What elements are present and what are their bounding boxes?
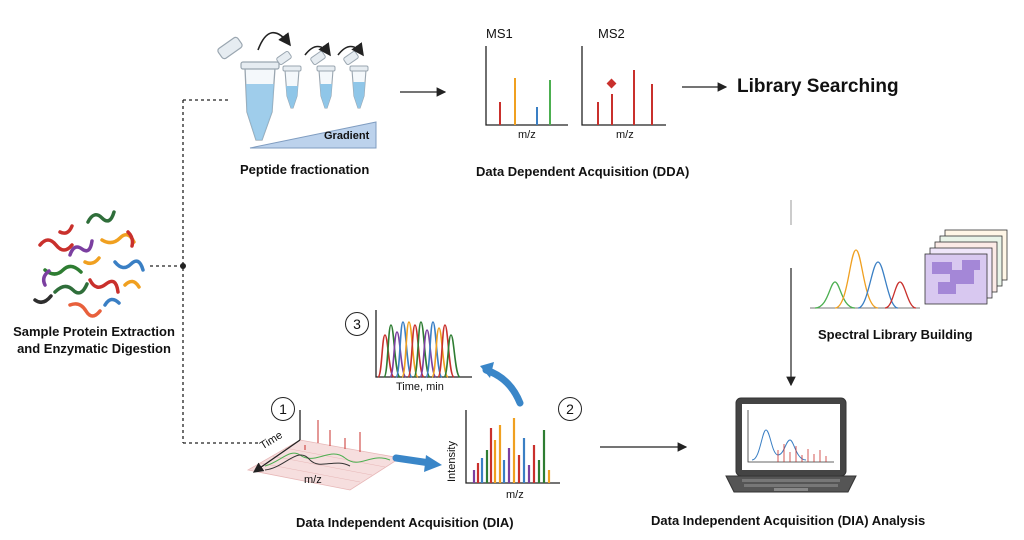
time-min-label: Time, min (396, 381, 444, 393)
dia-analysis-caption: Data Independent Acquisition (DIA) Analy… (651, 513, 926, 528)
dia-caption: Data Independent Acquisition (DIA) (296, 515, 514, 530)
map-mz-label: m/z (304, 474, 322, 486)
step-1-badge: 1 (271, 397, 295, 421)
ms2-mz-label: m/z (616, 129, 634, 141)
blue-arrow-to-spectrum (392, 454, 434, 467)
sample-connector-lines (150, 99, 258, 444)
spectral-library-illustration (810, 229, 1008, 309)
sample-caption-line1: Sample Protein Extraction (13, 324, 175, 339)
connector-junction-dot (180, 263, 186, 269)
spectral-library-caption: Spectral Library Building (818, 327, 973, 342)
gradient-label: Gradient (324, 130, 370, 142)
fractionation-tubes-illustration (217, 31, 377, 149)
step-2-badge: 2 (558, 397, 582, 421)
intensity-axis-label: Intensity (446, 441, 458, 482)
peptide-squiggles-illustration (33, 210, 145, 318)
peptide-fractionation-caption: Peptide fractionation (240, 162, 370, 177)
spectrum-mz-label: m/z (506, 489, 524, 501)
step-3-badge: 3 (345, 312, 369, 336)
library-searching-title: Library Searching (737, 76, 899, 97)
blue-arrow-head-right (424, 455, 442, 472)
ms1-label: MS1 (486, 26, 513, 41)
laptop-illustration (725, 397, 857, 493)
dia-3d-map (246, 410, 402, 491)
ms1-mz-label: m/z (518, 129, 536, 141)
blue-arrow-to-peaks (482, 366, 524, 407)
blue-arrow-head-up (480, 362, 494, 378)
dda-caption: Data Dependent Acquisition (DDA) (476, 164, 690, 179)
ms2-spectrum (581, 46, 666, 126)
elution-peaks-plot (375, 310, 472, 378)
ms2-label: MS2 (598, 26, 625, 41)
sample-caption-line2: and Enzymatic Digestion (17, 341, 171, 356)
dia-spectrum (465, 410, 560, 484)
ms1-spectrum (485, 46, 568, 126)
